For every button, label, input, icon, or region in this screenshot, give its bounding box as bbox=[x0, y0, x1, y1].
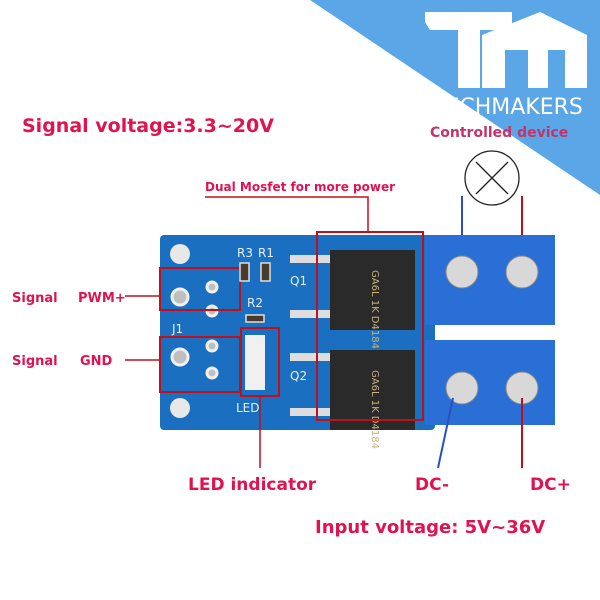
silk-q2: Q2 bbox=[290, 369, 307, 383]
silk-r3: R3 bbox=[237, 246, 253, 260]
resistors bbox=[239, 262, 271, 323]
mosfet-leader bbox=[205, 196, 369, 232]
dc-minus-label: DC- bbox=[415, 475, 449, 495]
mosfet-q2 bbox=[290, 350, 415, 430]
led-indicator-label: LED indicator bbox=[188, 475, 317, 495]
signal-gnd-label: Signal bbox=[12, 354, 58, 369]
dual-mosfet-label: Dual Mosfet for more power bbox=[205, 180, 395, 194]
dc-minus-wire bbox=[437, 397, 454, 469]
mount-hole bbox=[170, 244, 190, 264]
dc-plus-label: DC+ bbox=[530, 475, 571, 495]
mosfet-q1 bbox=[290, 250, 415, 330]
silk-r2: R2 bbox=[247, 296, 263, 310]
silk-r1: R1 bbox=[258, 246, 274, 260]
mosfet-marking-2: GA6L 1K D4184 bbox=[369, 370, 380, 449]
load-symbol-icon bbox=[464, 150, 520, 206]
controlled-device-label: Controlled device bbox=[430, 125, 568, 141]
silk-j1: J1 bbox=[171, 322, 183, 336]
mount-hole bbox=[170, 398, 190, 418]
input-voltage-label: Input voltage: 5V~36V bbox=[315, 517, 545, 538]
pwm-box bbox=[159, 267, 241, 311]
signal-voltage-label: Signal voltage:3.3~20V bbox=[22, 115, 274, 137]
gnd-label: GND bbox=[80, 354, 113, 369]
pwm-plus-label: PWM+ bbox=[78, 291, 126, 306]
silk-q1: Q1 bbox=[290, 274, 307, 288]
brand-name: TECHMAKERS bbox=[431, 95, 583, 120]
screw-terminal-block bbox=[425, 235, 555, 425]
mosfet-box bbox=[316, 231, 424, 421]
techmakers-logo-icon bbox=[425, 12, 587, 88]
led-component bbox=[245, 335, 265, 390]
silk-led: LED bbox=[236, 401, 260, 415]
mosfet-marking-1: GA6L 1K D4184 bbox=[369, 270, 380, 349]
signal-pwm-label: Signal bbox=[12, 291, 58, 306]
